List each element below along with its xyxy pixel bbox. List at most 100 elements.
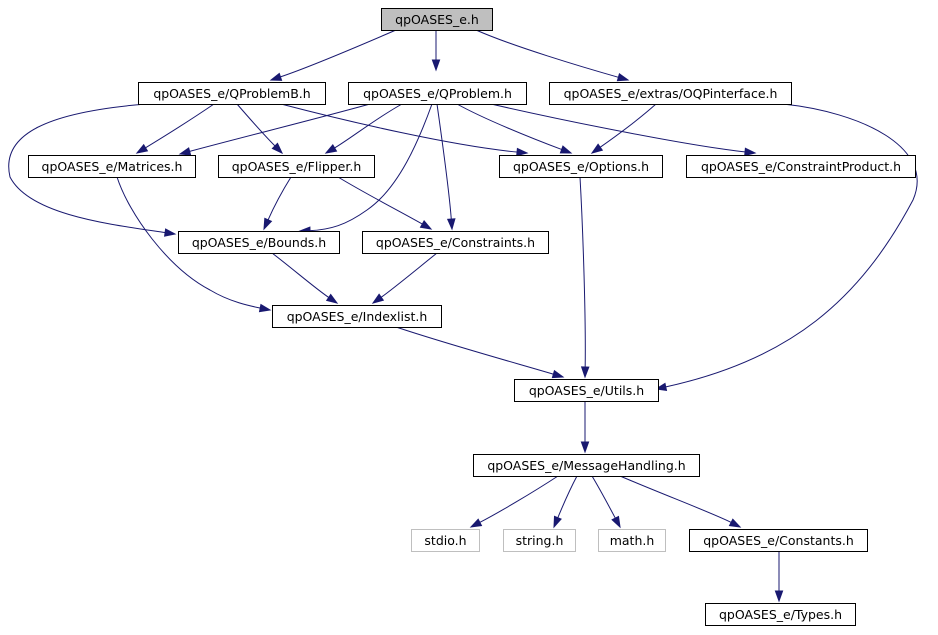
arrowhead	[553, 515, 562, 529]
node-stdio: stdio.h	[411, 529, 480, 552]
edge-line	[267, 176, 292, 221]
node-box	[499, 155, 663, 178]
edge-line	[271, 252, 330, 299]
arrowhead	[611, 515, 621, 529]
edge-line	[337, 176, 424, 225]
edge-line	[8, 103, 167, 234]
edge-line	[436, 103, 452, 221]
edge-oqp-to-options	[590, 103, 657, 154]
node-label: qpOASES_e/Utils.h	[529, 383, 644, 398]
node-box	[473, 454, 700, 477]
node-label: string.h	[516, 533, 564, 548]
arrowhead	[469, 518, 483, 528]
node-label: qpOASES_e/Options.h	[513, 159, 649, 174]
node-label: qpOASES_e/MessageHandling.h	[487, 458, 685, 473]
node-box	[503, 529, 576, 552]
arrowhead	[164, 228, 177, 237]
arrowhead	[580, 366, 590, 379]
edge-flipper-to-constraints	[337, 176, 433, 230]
node-qproblemb[interactable]: qpOASES_e/QProblemB.h	[138, 82, 326, 105]
node-bounds[interactable]: qpOASES_e/Bounds.h	[178, 231, 340, 254]
edge-line	[664, 103, 918, 388]
node-constraints[interactable]: qpOASES_e/Constraints.h	[362, 231, 549, 254]
node-box	[598, 529, 666, 552]
edge-messagehandling-to-math	[591, 475, 621, 529]
node-utils[interactable]: qpOASES_e/Utils.h	[514, 379, 659, 402]
edge-qproblem-to-constraintproduct	[490, 103, 757, 157]
node-box	[138, 82, 326, 105]
arrowhead	[263, 217, 273, 231]
node-label: qpOASES_e/Constants.h	[703, 533, 854, 548]
node-qproblem[interactable]: qpOASES_e/QProblem.h	[348, 82, 527, 105]
edge-line	[478, 475, 559, 524]
node-label: qpOASES_e/extras/OQPinterface.h	[564, 86, 778, 101]
node-label: stdio.h	[424, 533, 466, 548]
node-flipper[interactable]: qpOASES_e/Flipper.h	[218, 155, 375, 178]
node-box	[705, 603, 856, 626]
arrowhead	[258, 303, 272, 313]
arrowhead	[135, 143, 149, 154]
edge-matrices-to-indexlist	[116, 176, 272, 313]
edge-qproblem-to-constraints	[436, 103, 456, 231]
node-types[interactable]: qpOASES_e/Types.h	[705, 603, 856, 626]
edge-options-to-utils	[579, 176, 590, 379]
node-layer: qpOASES_e.h qpOASES_e/QProblemB.h qpOASES_…	[28, 8, 916, 626]
edge-line	[475, 29, 620, 79]
edge-line	[236, 103, 276, 147]
edge-line	[395, 326, 555, 375]
edge-utils-to-messagehandling	[580, 401, 590, 454]
arrowhead	[616, 72, 630, 82]
node-oqp[interactable]: qpOASES_e/extras/OQPinterface.h	[549, 82, 792, 105]
node-root: qpOASES_e.h	[381, 8, 493, 31]
edge-messagehandling-to-stdio	[469, 475, 559, 528]
arrowhead	[325, 293, 339, 304]
edge-constraints-to-indexlist	[371, 252, 438, 304]
arrowhead	[590, 143, 604, 154]
node-box	[514, 379, 659, 402]
arrowhead	[269, 72, 283, 81]
edge-line	[619, 475, 733, 524]
node-string: string.h	[503, 529, 576, 552]
edge-flipper-to-bounds	[263, 176, 292, 231]
node-box	[381, 8, 493, 31]
edge-line	[380, 252, 438, 299]
edge-line	[279, 29, 397, 78]
node-label: qpOASES_e/Types.h	[719, 607, 842, 622]
arrowhead	[419, 220, 433, 230]
node-matrices[interactable]: qpOASES_e/Matrices.h	[28, 155, 196, 178]
node-box	[272, 305, 442, 328]
node-box	[28, 155, 196, 178]
node-label: qpOASES_e/Flipper.h	[232, 159, 362, 174]
edge-line	[490, 103, 747, 153]
node-label: qpOASES_e/ConstraintProduct.h	[701, 159, 901, 174]
edge-messagehandling-to-string	[553, 475, 578, 529]
edge-root-to-oqp	[475, 29, 630, 82]
edge-line	[333, 103, 403, 149]
node-box	[689, 529, 868, 552]
arrowhead	[728, 518, 742, 528]
node-box	[348, 82, 527, 105]
node-box	[178, 231, 340, 254]
node-label: qpOASES_e/Matrices.h	[42, 159, 183, 174]
edge-line	[116, 176, 262, 309]
node-math: math.h	[598, 529, 666, 552]
arrowhead	[371, 293, 385, 304]
edge-oqp-to-utils	[654, 103, 918, 391]
edge-layer	[8, 29, 918, 603]
node-box	[362, 231, 549, 254]
node-messagehandling[interactable]: qpOASES_e/MessageHandling.h	[473, 454, 700, 477]
node-constants[interactable]: qpOASES_e/Constants.h	[689, 529, 868, 552]
node-options[interactable]: qpOASES_e/Options.h	[499, 155, 663, 178]
edge-qproblemb-to-flipper	[236, 103, 284, 155]
arrowhead	[559, 145, 573, 154]
arrowhead	[744, 147, 757, 157]
arrowhead	[431, 59, 441, 72]
node-constraintproduct[interactable]: qpOASES_e/ConstraintProduct.h	[686, 155, 916, 178]
node-label: qpOASES_e/Bounds.h	[192, 235, 326, 250]
node-indexlist[interactable]: qpOASES_e/Indexlist.h	[272, 305, 442, 328]
node-label: qpOASES_e/Indexlist.h	[287, 309, 428, 324]
edge-bounds-to-indexlist	[271, 252, 339, 304]
edge-root-to-qproblemb	[269, 29, 397, 81]
arrowhead	[551, 369, 565, 379]
edge-line	[599, 103, 657, 149]
